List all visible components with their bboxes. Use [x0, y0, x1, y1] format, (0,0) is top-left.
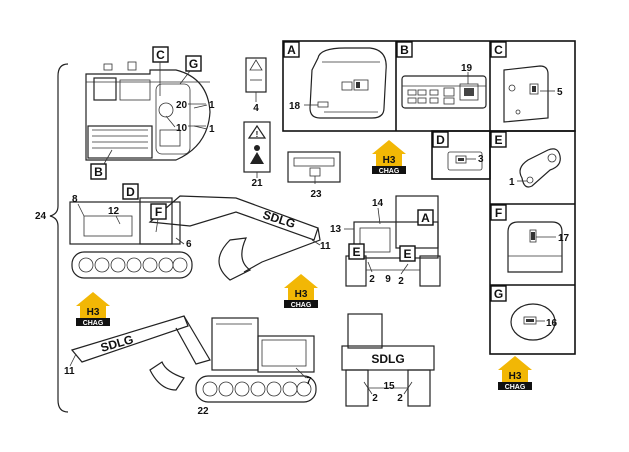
callout-11-a: 11 [320, 241, 331, 252]
panel-letter-e: E [494, 133, 502, 147]
svg-text:CHAG: CHAG [83, 320, 104, 327]
callout-3: 3 [478, 154, 484, 165]
callout-2-b: 2 [398, 276, 404, 287]
panel-f-drawing [507, 221, 563, 273]
callout-15: 16 [546, 318, 558, 329]
callout-20: 20 [176, 100, 188, 111]
detail-d: D [126, 185, 135, 199]
detail-b: B [94, 165, 103, 179]
callout-18: 12 [108, 206, 120, 217]
panel-letter-d: D [436, 133, 445, 147]
callout-13: 14 [372, 198, 384, 209]
panel-letter-a: A [287, 43, 296, 57]
svg-text:CHAG: CHAG [379, 168, 400, 175]
callout-21: 22 [197, 406, 209, 417]
callout-9: 9 [385, 274, 391, 285]
sign-4-drawing [245, 57, 267, 93]
detail-letter-callouts: C G B D F A E E [90, 46, 434, 262]
detail-e-left: E [352, 245, 360, 259]
callout-2-c: 2 [372, 393, 378, 404]
svg-text:CHAG: CHAG [291, 302, 312, 309]
detail-g: G [189, 57, 198, 71]
panel-a-drawing [304, 47, 387, 119]
iso-boom-text: SDLG [99, 332, 135, 355]
svg-text:CHAG: CHAG [505, 384, 526, 391]
callout-1-b: 1 [209, 124, 215, 135]
callout-5: 5 [557, 87, 563, 98]
panel-e-drawing [517, 148, 561, 188]
detail-f: F [155, 205, 162, 219]
detail-e-right: E [403, 247, 411, 261]
front-view-drawing [345, 195, 441, 287]
panel-letter-b: B [400, 43, 409, 57]
svg-text:!: ! [256, 130, 259, 139]
callout-10: 10 [176, 123, 188, 134]
sign-23-drawing [287, 151, 341, 184]
callout-24: 24 [35, 211, 47, 222]
panel-c-drawing [503, 65, 555, 123]
detail-a: A [421, 211, 430, 225]
sign-22-drawing: ! [243, 121, 271, 173]
callout-17: 19 [461, 63, 473, 74]
callout-1-c: 1 [509, 177, 515, 188]
panel-letter-g: G [494, 287, 503, 301]
callout-12: 13 [330, 224, 342, 235]
panel-letter-f: F [495, 206, 502, 220]
rear-text: SDLG [371, 352, 404, 366]
svg-text:H3: H3 [383, 155, 396, 166]
iso-view-drawing: SDLG [70, 315, 317, 403]
callout-2-d: 2 [397, 393, 403, 404]
svg-text:H3: H3 [295, 289, 308, 300]
callout-8: 8 [72, 194, 78, 205]
panel-letter-c: C [494, 43, 503, 57]
callout-7: 7 [306, 376, 312, 387]
svg-text:H3: H3 [87, 307, 100, 318]
logo-2: H3 CHAG [76, 292, 110, 327]
logo-4: H3 CHAG [498, 356, 532, 391]
detail-c: C [156, 48, 165, 62]
brace [49, 63, 69, 413]
svg-text:H3: H3 [509, 371, 522, 382]
callout-16: 18 [289, 101, 301, 112]
callout-11-b: 11 [64, 366, 75, 377]
callout-1-a: 1 [209, 100, 215, 111]
top-view-drawing [85, 61, 211, 161]
panel-b-drawing [401, 72, 487, 109]
callout-2-a: 2 [369, 274, 375, 285]
rear-view-drawing: SDLG [341, 313, 435, 407]
callout-14: 17 [558, 233, 570, 244]
callout-19: 15 [383, 381, 395, 392]
number-callouts: 1 1 20 10 4 21 23 18 19 5 3 1 17 16 24 8… [35, 63, 570, 417]
logo-1: H3 CHAG [372, 140, 406, 175]
panel-d-drawing [447, 151, 483, 171]
callout-6: 6 [186, 239, 192, 250]
callout-4: 4 [253, 103, 259, 114]
callout-22: 21 [251, 178, 263, 189]
callout-23: 23 [310, 189, 322, 200]
detail-panels: A B C D E F G [282, 40, 576, 355]
panel-g-drawing [510, 303, 556, 341]
logo-3: H3 CHAG [284, 274, 318, 309]
